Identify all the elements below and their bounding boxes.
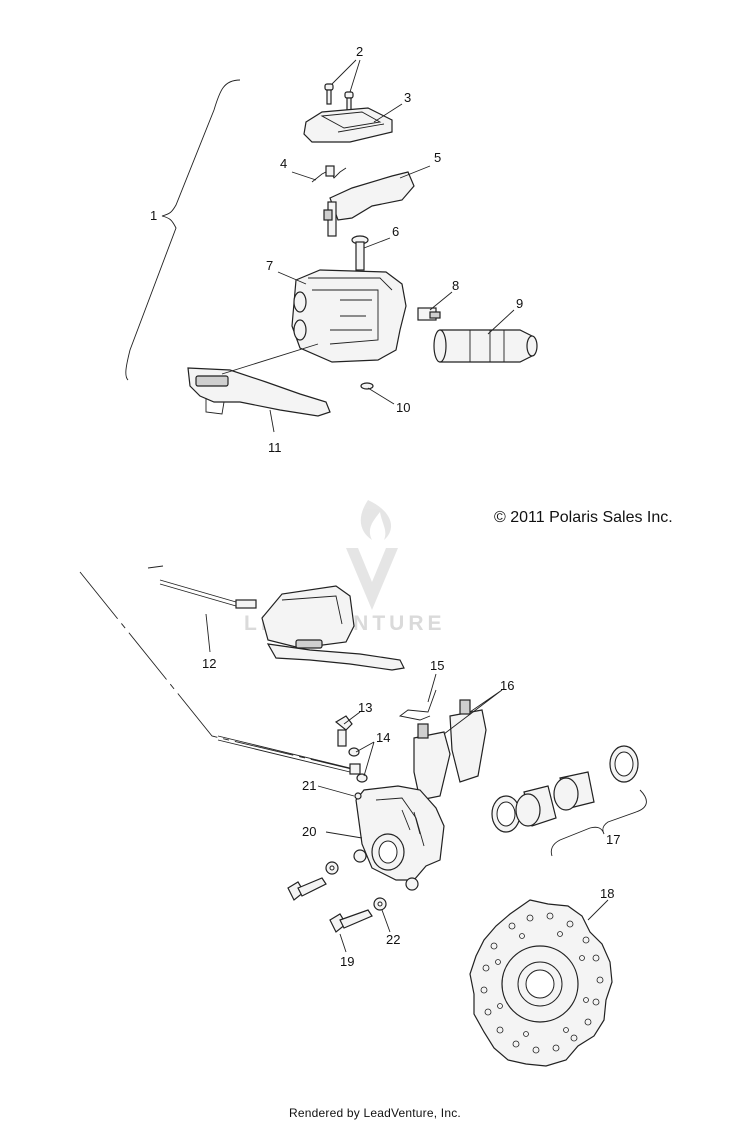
callout-8: 8 xyxy=(452,278,459,293)
brake-rotor xyxy=(469,899,613,1067)
callout-15: 15 xyxy=(430,658,444,673)
callout-19: 19 xyxy=(340,954,354,969)
callout-5: 5 xyxy=(434,150,441,165)
callout-11: 11 xyxy=(268,440,282,455)
callout-21: 21 xyxy=(302,778,316,793)
brake-hand-lever xyxy=(187,367,331,417)
callout-9: 9 xyxy=(516,296,523,311)
brake-caliper xyxy=(353,785,445,891)
callout-7: 7 xyxy=(266,258,273,273)
reference-line xyxy=(79,571,357,771)
callout-14: 14 xyxy=(376,730,390,745)
callout-1: 1 xyxy=(150,208,157,223)
master-cylinder-assembled xyxy=(261,585,405,671)
banjo-bolt xyxy=(334,715,353,747)
small-washer xyxy=(360,382,374,390)
callout-10: 10 xyxy=(396,400,410,415)
brake-lever-upper xyxy=(323,171,415,237)
pistons-brace xyxy=(550,789,647,857)
brake-pads xyxy=(413,699,487,801)
leader-lines-lower xyxy=(205,613,609,953)
brake-line xyxy=(159,579,361,775)
callout-2: 2 xyxy=(356,44,363,59)
master-piston xyxy=(433,329,538,363)
assembly-brace xyxy=(125,79,241,381)
callout-3: 3 xyxy=(404,90,411,105)
caliper-pistons-seals xyxy=(491,745,639,833)
callout-18: 18 xyxy=(600,886,614,901)
callout-22: 22 xyxy=(386,932,400,947)
reservoir-cover xyxy=(303,107,393,143)
callout-17: 17 xyxy=(606,832,620,847)
callout-16: 16 xyxy=(500,678,514,693)
callout-12: 12 xyxy=(202,656,216,671)
pad-pin-clip xyxy=(398,689,437,721)
spring-clip xyxy=(311,165,347,183)
caliper-washers xyxy=(325,861,387,911)
callout-4: 4 xyxy=(280,156,287,171)
screw-pair xyxy=(324,83,354,113)
callout-13: 13 xyxy=(358,700,372,715)
pivot-pin xyxy=(351,235,369,271)
crush-washers xyxy=(348,747,368,783)
callout-20: 20 xyxy=(302,824,316,839)
callout-labels: 2 3 4 5 1 6 7 8 9 10 11 12 15 16 13 14 2… xyxy=(150,44,620,969)
leader-lines-upper xyxy=(221,59,515,433)
reference-line-2 xyxy=(147,565,164,569)
master-cylinder-body xyxy=(291,269,407,363)
copyright-notice: © 2011 Polaris Sales Inc. xyxy=(494,509,673,526)
rendered-by-footer: Rendered by LeadVenture, Inc. xyxy=(289,1106,461,1120)
caliper-bolts xyxy=(287,877,373,933)
callout-6: 6 xyxy=(392,224,399,239)
brake-switch xyxy=(417,307,441,321)
